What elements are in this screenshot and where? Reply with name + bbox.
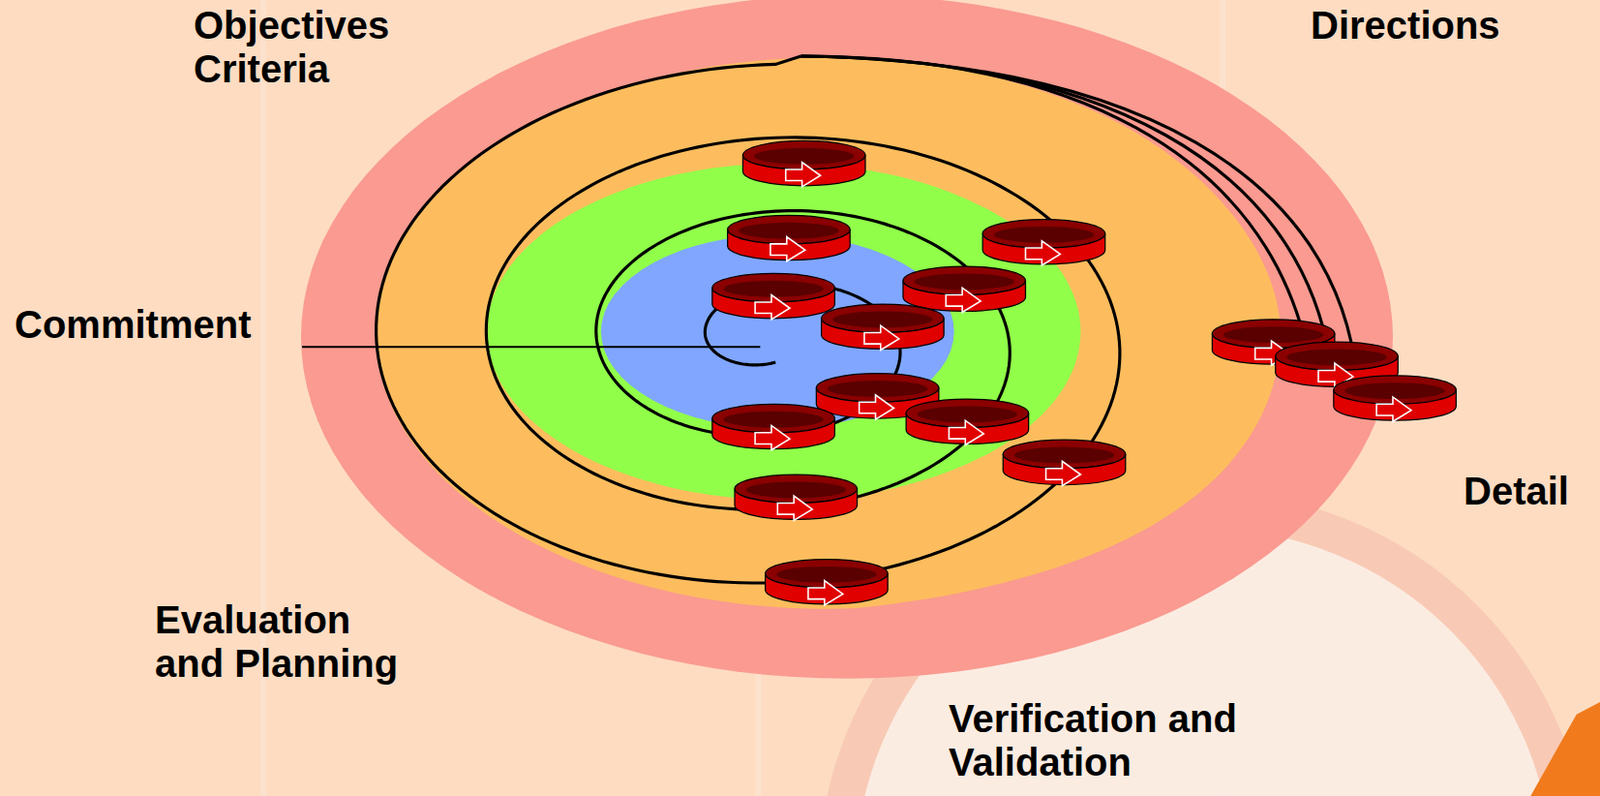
phase-label: Directions — [1310, 3, 1501, 48]
spiral-line — [376, 56, 1120, 583]
leader-line — [301, 345, 760, 348]
cycle-arrows — [712, 140, 1457, 605]
phase-label: Evaluation and Planning — [154, 598, 428, 686]
corner-accent — [1530, 701, 1600, 796]
outer-band — [301, 0, 1393, 679]
phase-label: Detail — [1463, 469, 1570, 514]
phase-label: Objectives Criteria — [193, 3, 436, 91]
green-band — [486, 163, 1082, 501]
blue-core — [601, 234, 955, 428]
direction-lines — [801, 56, 1359, 380]
phase-label: Commitment — [14, 302, 251, 347]
phase-label: Verification and Validation — [948, 696, 1245, 785]
spiral-path — [376, 56, 1120, 583]
